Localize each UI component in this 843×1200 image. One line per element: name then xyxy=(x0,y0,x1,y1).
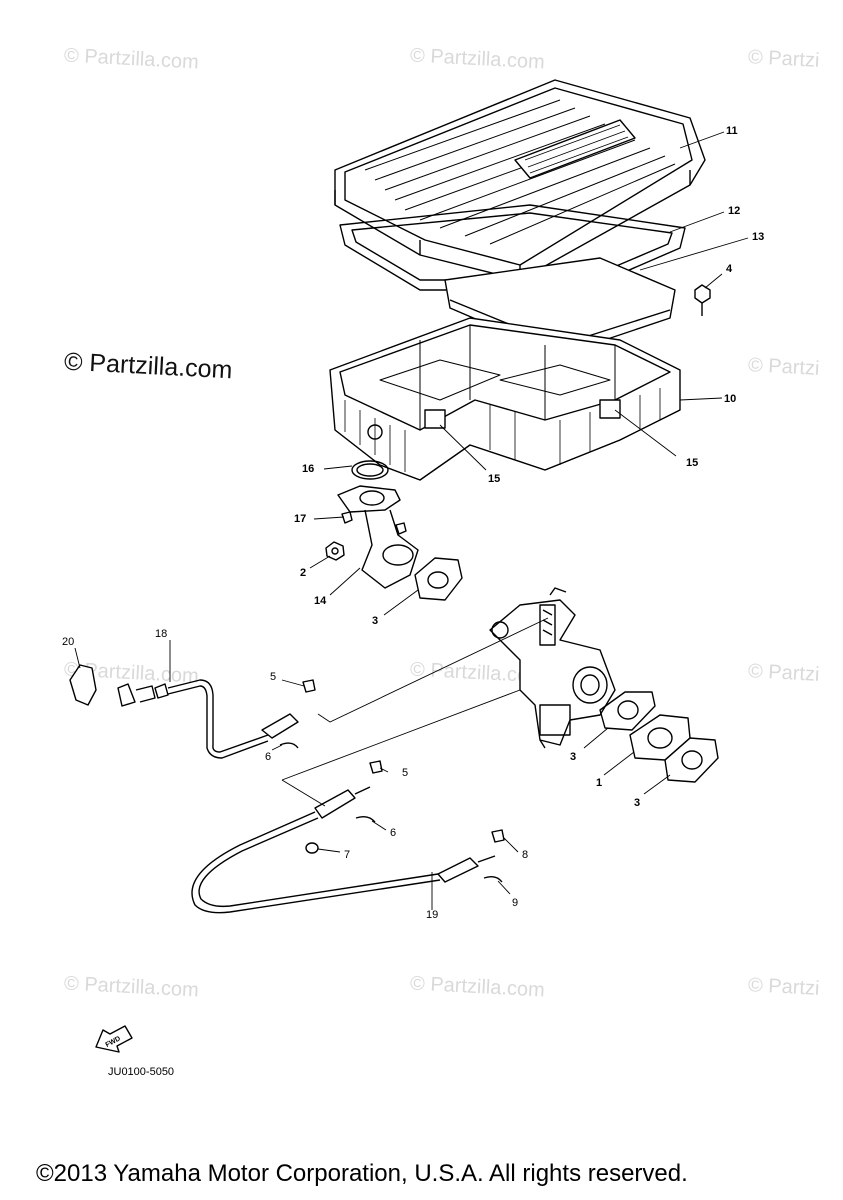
callout-18: 18 xyxy=(155,628,167,640)
gasket xyxy=(664,737,719,783)
callout-12: 12 xyxy=(728,205,740,217)
gasket xyxy=(599,691,656,731)
callout-6: 6 xyxy=(390,827,396,839)
bolt xyxy=(694,284,711,316)
carburetor xyxy=(489,587,616,749)
callout-5: 5 xyxy=(270,671,276,683)
callout-6: 6 xyxy=(265,751,271,763)
callout-10: 10 xyxy=(724,393,736,405)
joint xyxy=(337,485,419,589)
callout-1: 1 xyxy=(596,777,602,789)
washer xyxy=(305,842,319,854)
clip xyxy=(483,875,503,883)
air-cleaner-case xyxy=(329,317,681,481)
lock-nut xyxy=(69,664,97,706)
callout-19: 19 xyxy=(426,909,438,921)
callout-3: 3 xyxy=(570,751,576,763)
callout-7: 7 xyxy=(344,849,350,861)
bolt xyxy=(302,679,316,693)
bolt xyxy=(491,829,505,843)
throttle-cable xyxy=(191,786,496,914)
callout-13: 13 xyxy=(752,231,764,243)
callout-20: 20 xyxy=(62,636,74,648)
fwd-arrow-icon xyxy=(95,1025,133,1053)
diagram-code: JU0100-5050 xyxy=(108,1066,175,1078)
o-ring xyxy=(351,460,389,480)
callout-17: 17 xyxy=(294,513,306,525)
callout-16: 16 xyxy=(302,463,314,475)
screw xyxy=(341,511,353,524)
callout-9: 9 xyxy=(512,897,518,909)
clip xyxy=(279,742,299,749)
callout-3: 3 xyxy=(372,615,378,627)
copyright-notice: ©2013 Yamaha Motor Corporation, U.S.A. A… xyxy=(36,1160,688,1187)
air-cleaner-cover xyxy=(334,79,706,281)
callout-8: 8 xyxy=(522,849,528,861)
leader-lines xyxy=(74,131,749,910)
nut xyxy=(325,541,345,561)
choke-cable xyxy=(117,679,299,759)
clip xyxy=(355,815,376,823)
callout-4: 4 xyxy=(726,263,733,275)
bolt xyxy=(369,760,383,774)
callout-15: 15 xyxy=(488,473,500,485)
callout-15: 15 xyxy=(686,457,698,469)
callout-14: 14 xyxy=(314,595,327,607)
callout-2: 2 xyxy=(300,567,306,579)
gasket xyxy=(414,557,463,601)
callout-3: 3 xyxy=(634,797,640,809)
callout-11: 11 xyxy=(726,125,738,137)
callout-5: 5 xyxy=(402,767,408,779)
